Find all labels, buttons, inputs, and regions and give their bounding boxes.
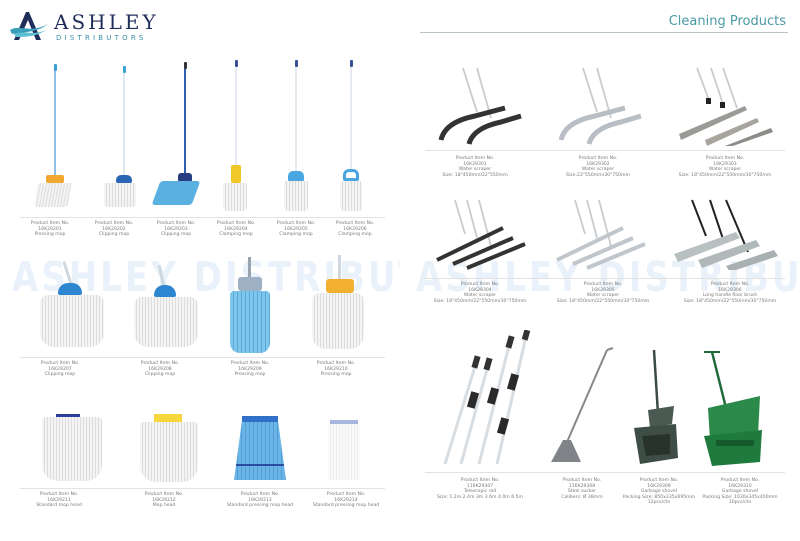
product-caption: Product Item No. 16K29204 Clamping mop	[216, 221, 256, 238]
product-image-16K29213	[228, 408, 292, 484]
product-image-16K29209	[218, 255, 283, 355]
product-image-16K29303	[679, 67, 773, 146]
section-title: Cleaning Products	[668, 14, 786, 29]
product-caption: Product Item No. 16K29306 Long handle fl…	[683, 282, 777, 304]
product-caption: Product Item No. 16K29214 Standard press…	[312, 492, 380, 509]
product-image-16K29301	[438, 67, 522, 145]
product-image-16K29211	[34, 408, 110, 484]
product-image-16K29212	[132, 408, 208, 484]
catalog-page-left: ASHLEY DISTRIBUTORS ASHLEY DISTRIBUTORS	[10, 8, 511, 518]
product-image-116K29308	[551, 347, 614, 462]
product-image-16K29204	[215, 55, 255, 215]
product-image-16K29208	[128, 255, 203, 355]
product-image-16K29304	[436, 199, 526, 270]
product-image-16K29206	[330, 55, 370, 215]
product-row-mop-heads: Product Item No. 16K29211 Standard mop h…	[20, 408, 385, 518]
product-caption: Product Item No. 16K29310 Garbage shovel…	[702, 478, 778, 506]
header-divider	[420, 32, 788, 33]
row-divider	[20, 217, 385, 218]
product-image-16K29205	[275, 55, 315, 215]
product-image-16K29310	[704, 351, 762, 466]
product-image-16K29202	[90, 55, 140, 215]
row-divider	[425, 472, 785, 473]
product-row-scrapers-brush: Product Item No. 16K29304 Water scraper …	[425, 198, 785, 310]
brand-name: ASHLEY	[54, 10, 159, 34]
product-image-16K29306	[674, 199, 778, 270]
product-caption: Product Item No. 16K29208 Clipping mop	[140, 361, 180, 378]
product-caption: Product Item No. 16K29305 Water scraper …	[556, 282, 650, 304]
brand-subtitle: DISTRIBUTORS	[56, 34, 147, 42]
product-image-16K29201	[30, 55, 80, 215]
product-caption: Product Item No. 16K29203 Clipping mop	[156, 221, 196, 238]
product-caption: Product Item No. 16K29301 Water scraper …	[442, 156, 508, 178]
product-caption: Product Item No. 16K29207 Clipping mop	[40, 361, 80, 378]
product-image-16K29203	[150, 55, 210, 215]
brand-logo: ASHLEY DISTRIBUTORS	[10, 8, 160, 44]
product-caption: Product Item No. 16K29206 Clamping mop	[335, 221, 375, 238]
product-row-water-scrapers: Product Item No. 16K29301 Water scraper …	[425, 62, 785, 192]
row-divider	[425, 150, 785, 151]
product-image-16K29214	[320, 408, 370, 484]
product-row-tools: Product Item No. 116K29307 Telescopic ro…	[425, 330, 785, 520]
product-caption: Product Item No. 16K29209 Pressing mop	[230, 361, 270, 378]
product-caption: Product Item No. 16K29212 Mop head	[144, 492, 184, 509]
product-image-16K29309	[634, 349, 678, 464]
product-caption: Product Item No. 16K29213 Standard press…	[226, 492, 294, 509]
row-divider	[20, 357, 385, 358]
product-caption: Product Item No. 116K29307 Telescopic ro…	[436, 478, 524, 500]
product-image-116K29307	[443, 330, 531, 465]
product-caption: Product Item No. 16K29309 Garbage shovel…	[622, 478, 696, 506]
product-row-mop-heads-handles: Product Item No. 16K29207 Clipping mop P…	[20, 255, 385, 385]
product-image-16K29302	[558, 67, 642, 145]
product-caption: Product Item No. 16K29211 Standard mop h…	[36, 492, 82, 509]
product-caption: Product Item No. 16K29302 Water scraper …	[566, 156, 630, 178]
row-divider	[20, 488, 385, 489]
product-image-16K29305	[556, 199, 646, 270]
product-caption: Product Item No. 16K29304 Water scraper …	[433, 282, 527, 304]
product-image-16K29207	[34, 255, 109, 355]
product-row-mops: Product Item No. 16K29201 Pressing mop P…	[20, 55, 385, 245]
catalog-page-right: Cleaning Products ASHLEY DISTRIBUTORS	[400, 0, 800, 541]
logo-a-wave-icon	[10, 12, 48, 40]
product-caption: Product Item No. 16K29205 Clamping mop	[276, 221, 316, 238]
product-caption: Product Item No. 16K29303 Water scraper …	[678, 156, 772, 178]
product-image-16K29210	[302, 255, 372, 355]
product-caption: Product Item No. 116K29308 Steel sucker …	[561, 478, 603, 500]
row-divider	[425, 278, 785, 279]
product-caption: Product Item No. 16K29202 Clipping mop	[94, 221, 134, 238]
product-caption: Product Item No. 16K29201 Pressing mop	[30, 221, 70, 238]
product-caption: Product Item No. 16K29210 Pressing mop	[316, 361, 356, 378]
